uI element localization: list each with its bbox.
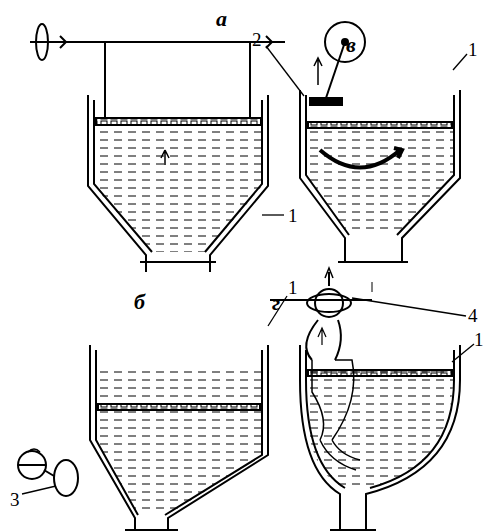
callout-number: 1 bbox=[474, 330, 484, 349]
callout-number: 1 bbox=[288, 278, 298, 297]
callout-number: 2 bbox=[252, 30, 262, 49]
figure-letter: а bbox=[216, 8, 227, 30]
figure-letter: б bbox=[134, 291, 145, 313]
callout-number: 1 bbox=[468, 40, 478, 59]
callout-number: 3 bbox=[10, 490, 20, 509]
callout-number: 1 bbox=[288, 206, 298, 225]
figure-letter: в bbox=[346, 34, 356, 56]
callout-number: 4 bbox=[468, 306, 478, 325]
figure-letter: г bbox=[272, 292, 280, 314]
